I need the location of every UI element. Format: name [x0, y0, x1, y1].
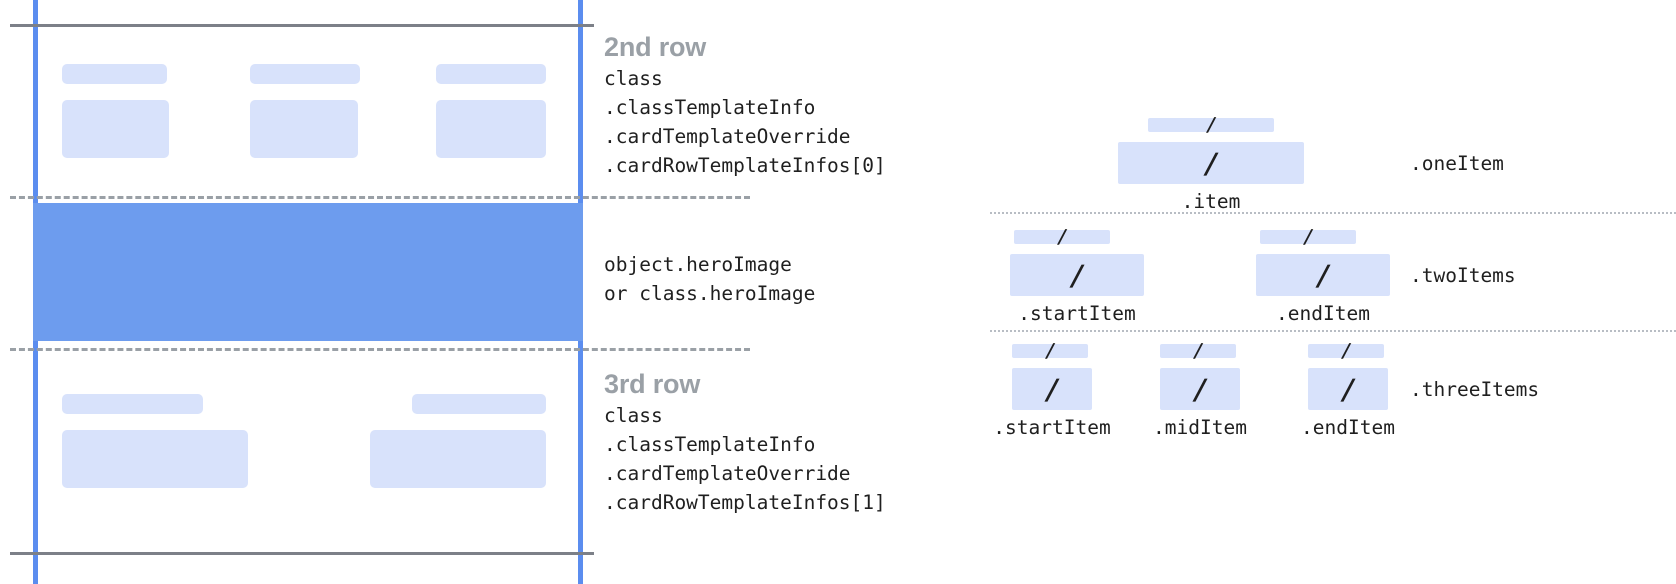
two-items-end-body: [1256, 254, 1390, 296]
hero-bottom-divider: [10, 348, 750, 351]
two-items-end-cell: / / .endItem: [1256, 226, 1390, 326]
second-row-col1-body: [62, 100, 169, 158]
annotation-second-row-code: class .classTemplateInfo .cardTemplateOv…: [604, 67, 886, 177]
three-items-start-cell: / / .startItem: [993, 340, 1110, 440]
second-row-col1-title: [62, 64, 167, 84]
three-items-mid-top-bar: [1160, 344, 1236, 358]
one-item-body-slash: /: [1202, 147, 1220, 180]
two-items-end-top-slash: /: [1302, 226, 1314, 248]
two-items-start-top-slash: /: [1056, 226, 1068, 248]
two-items-end-caption: .endItem: [1276, 302, 1370, 325]
three-items-mid-cell: / / .midItem: [1153, 340, 1247, 440]
annotation-second-row-title: 2nd row: [604, 32, 707, 62]
three-items-mid-caption: .midItem: [1153, 416, 1247, 439]
second-row-col2-body: [250, 100, 358, 158]
second-row-region: [0, 0, 600, 196]
third-row-col2-title: [412, 394, 546, 414]
second-row-col3-title: [436, 64, 546, 84]
three-items-end-caption: .endItem: [1301, 416, 1395, 439]
three-items-end-body: [1308, 368, 1388, 410]
third-row-region: [0, 348, 600, 552]
variant-divider-1: [990, 212, 1676, 214]
two-items-start-caption: .startItem: [1018, 302, 1136, 325]
variant-three-items: / / .startItem / / .midItem / / .endItem…: [960, 330, 1676, 448]
one-item-caption: .item: [1181, 190, 1241, 213]
two-items-start-cell: / / .startItem: [1010, 226, 1144, 326]
annotation-third-row-title: 3rd row: [604, 369, 701, 399]
one-item-top-bar: [1148, 118, 1274, 132]
two-items-start-top-bar: [1014, 230, 1110, 244]
three-items-end-top-bar: [1308, 344, 1384, 358]
annotation-third-row-code: class .classTemplateInfo .cardTemplateOv…: [604, 404, 886, 514]
three-items-mid-body: [1160, 368, 1240, 410]
hero-image-band: [33, 203, 583, 341]
card-top-rule: [10, 24, 594, 27]
two-items-start-body: [1010, 254, 1144, 296]
two-items-start-body-slash: /: [1068, 259, 1086, 292]
variant-label-one-item: .oneItem: [1410, 152, 1504, 175]
variant-divider-2: [990, 330, 1676, 332]
third-row-col1-body: [62, 430, 248, 488]
one-item-top-slash: /: [1205, 114, 1217, 136]
annotation-third-row: 3rd row class .classTemplateInfo .cardTe…: [604, 367, 886, 517]
three-items-end-cell: / / .endItem: [1301, 340, 1395, 440]
second-row-col2-title: [250, 64, 360, 84]
hero-top-divider: [10, 196, 750, 199]
two-items-end-body-slash: /: [1314, 259, 1332, 292]
three-items-start-body: [1012, 368, 1092, 410]
one-item-body: [1118, 142, 1304, 184]
annotation-hero-image-code: object.heroImage or class.heroImage: [604, 253, 816, 305]
third-row-col2-body: [370, 430, 546, 488]
second-row-col3-body: [436, 100, 546, 158]
item-variants-diagram: / / .item .oneItem / / .startItem / / .e…: [960, 0, 1676, 584]
three-items-start-caption: .startItem: [993, 416, 1111, 439]
three-items-end-top-slash: /: [1340, 340, 1352, 362]
three-items-mid-top-slash: /: [1192, 340, 1204, 362]
card-mock: [0, 0, 750, 584]
card-bottom-rule: [10, 552, 594, 555]
three-items-start-top-slash: /: [1044, 340, 1056, 362]
three-items-start-top-bar: [1012, 344, 1088, 358]
one-item-cell: / / .item: [1118, 114, 1304, 214]
three-items-mid-body-slash: /: [1191, 373, 1209, 406]
third-row-col1-title: [62, 394, 203, 414]
variant-one-item: / / .item .oneItem: [960, 0, 1676, 214]
variant-two-items: / / .startItem / / .endItem .twoItems: [960, 212, 1676, 330]
three-items-end-body-slash: /: [1339, 373, 1357, 406]
three-items-start-body-slash: /: [1043, 373, 1061, 406]
annotation-hero-image: object.heroImage or class.heroImage: [604, 250, 815, 308]
two-items-end-top-bar: [1260, 230, 1356, 244]
annotation-second-row: 2nd row class .classTemplateInfo .cardTe…: [604, 30, 886, 180]
variant-label-three-items: .threeItems: [1410, 378, 1540, 401]
variant-label-two-items: .twoItems: [1410, 264, 1516, 287]
